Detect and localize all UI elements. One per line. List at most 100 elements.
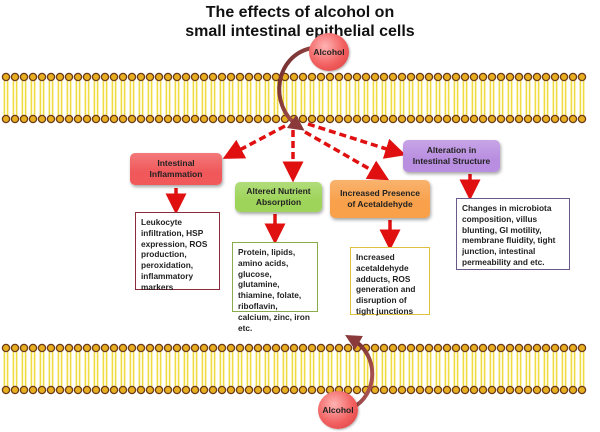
lipid-head <box>568 114 578 124</box>
lipid-head <box>307 343 317 353</box>
lipid-head <box>46 343 56 353</box>
lipid-head <box>433 385 443 395</box>
lipid-head <box>406 114 416 124</box>
lipid-head <box>388 72 398 82</box>
lipid-head <box>262 114 272 124</box>
lipid-head <box>208 343 218 353</box>
lipid-head <box>352 385 362 395</box>
effect-box-nutrient-absorption: Altered Nutrient Absorption <box>235 182 322 212</box>
lipid-head <box>28 385 38 395</box>
detail-box-inflammation: Leukocyte infiltration, HSP expression, … <box>135 212 220 292</box>
lipid-head <box>127 114 137 124</box>
lipid-head <box>181 72 191 82</box>
lipid-head <box>541 114 551 124</box>
lipid-head <box>505 385 515 395</box>
lipid-head <box>415 385 425 395</box>
alcohol-entry-arrow-bottom <box>345 335 375 410</box>
lipid-head <box>361 72 371 82</box>
lipid-head <box>352 114 362 124</box>
lipid-head <box>397 385 407 395</box>
lipid-head <box>514 343 524 353</box>
lipid-head <box>577 343 587 353</box>
lipid-head <box>550 72 560 82</box>
lipid-head <box>550 385 560 395</box>
lipid-head <box>523 385 533 395</box>
lipid-head <box>37 114 47 124</box>
lipid-head <box>442 72 452 82</box>
lipid-head <box>289 385 299 395</box>
lipid-head <box>316 72 326 82</box>
cell-membrane-top <box>1 72 587 124</box>
lipid-head <box>55 343 65 353</box>
lipid-head <box>136 385 146 395</box>
effect-label: Alteration in Intestinal Structure <box>412 145 491 166</box>
lipid-head <box>10 114 20 124</box>
lipid-head <box>10 385 20 395</box>
lipid-head <box>235 72 245 82</box>
lipid-head <box>523 343 533 353</box>
lipid-head <box>460 114 470 124</box>
lipid-head <box>451 385 461 395</box>
lipid-head <box>217 114 227 124</box>
arrow-to-structure <box>307 122 407 159</box>
lipid-head <box>28 343 38 353</box>
lipid-head <box>217 385 227 395</box>
lipid-head <box>82 72 92 82</box>
lipid-head <box>289 343 299 353</box>
lipid-head <box>505 343 515 353</box>
lipid-head <box>388 343 398 353</box>
lipid-head <box>478 72 488 82</box>
lipid-head <box>316 343 326 353</box>
lipid-head <box>496 72 506 82</box>
lipid-head <box>199 385 209 395</box>
lipid-head <box>424 114 434 124</box>
lipid-head <box>433 114 443 124</box>
lipid-head <box>442 343 452 353</box>
lipid-head <box>91 114 101 124</box>
lipid-head <box>172 72 182 82</box>
lipid-head <box>577 72 587 82</box>
lipid-head <box>559 72 569 82</box>
lipid-head <box>343 72 353 82</box>
lipid-head <box>19 114 29 124</box>
lipid-head <box>298 385 308 395</box>
lipid-head <box>343 343 353 353</box>
lipid-head <box>397 114 407 124</box>
lipid-head <box>379 343 389 353</box>
lipid-head <box>109 343 119 353</box>
lipid-head <box>280 343 290 353</box>
lipid-head <box>370 72 380 82</box>
lipid-head <box>262 72 272 82</box>
effect-label: Altered Nutrient Absorption <box>246 186 311 207</box>
lipid-head <box>460 72 470 82</box>
lipid-head <box>199 114 209 124</box>
lipid-head <box>568 72 578 82</box>
lipid-head <box>127 343 137 353</box>
lipid-head <box>397 72 407 82</box>
lipid-head <box>190 343 200 353</box>
lipid-head <box>100 343 110 353</box>
lipid-head <box>226 385 236 395</box>
lipid-head <box>568 343 578 353</box>
lipid-head <box>307 72 317 82</box>
lipid-head <box>154 385 164 395</box>
lipid-head <box>487 72 497 82</box>
lipid-head <box>379 114 389 124</box>
lipid-head <box>208 114 218 124</box>
lipid-head <box>91 343 101 353</box>
lipid-head <box>19 385 29 395</box>
lipid-head <box>496 385 506 395</box>
lipid-head <box>235 343 245 353</box>
lipid-head <box>370 385 380 395</box>
lipid-head <box>217 72 227 82</box>
lipid-head <box>118 343 128 353</box>
alcohol-node-bottom: Alcohol <box>318 391 358 429</box>
lipid-head <box>19 343 29 353</box>
lipid-head <box>307 114 317 124</box>
lipid-head <box>208 385 218 395</box>
title-line-1: The effects of alcohol on <box>205 4 395 21</box>
lipid-head <box>154 72 164 82</box>
lipid-head <box>10 72 20 82</box>
lipid-head <box>316 114 326 124</box>
detail-box-acetaldehyde: Increased acetaldehyde adducts, ROS gene… <box>350 247 430 316</box>
